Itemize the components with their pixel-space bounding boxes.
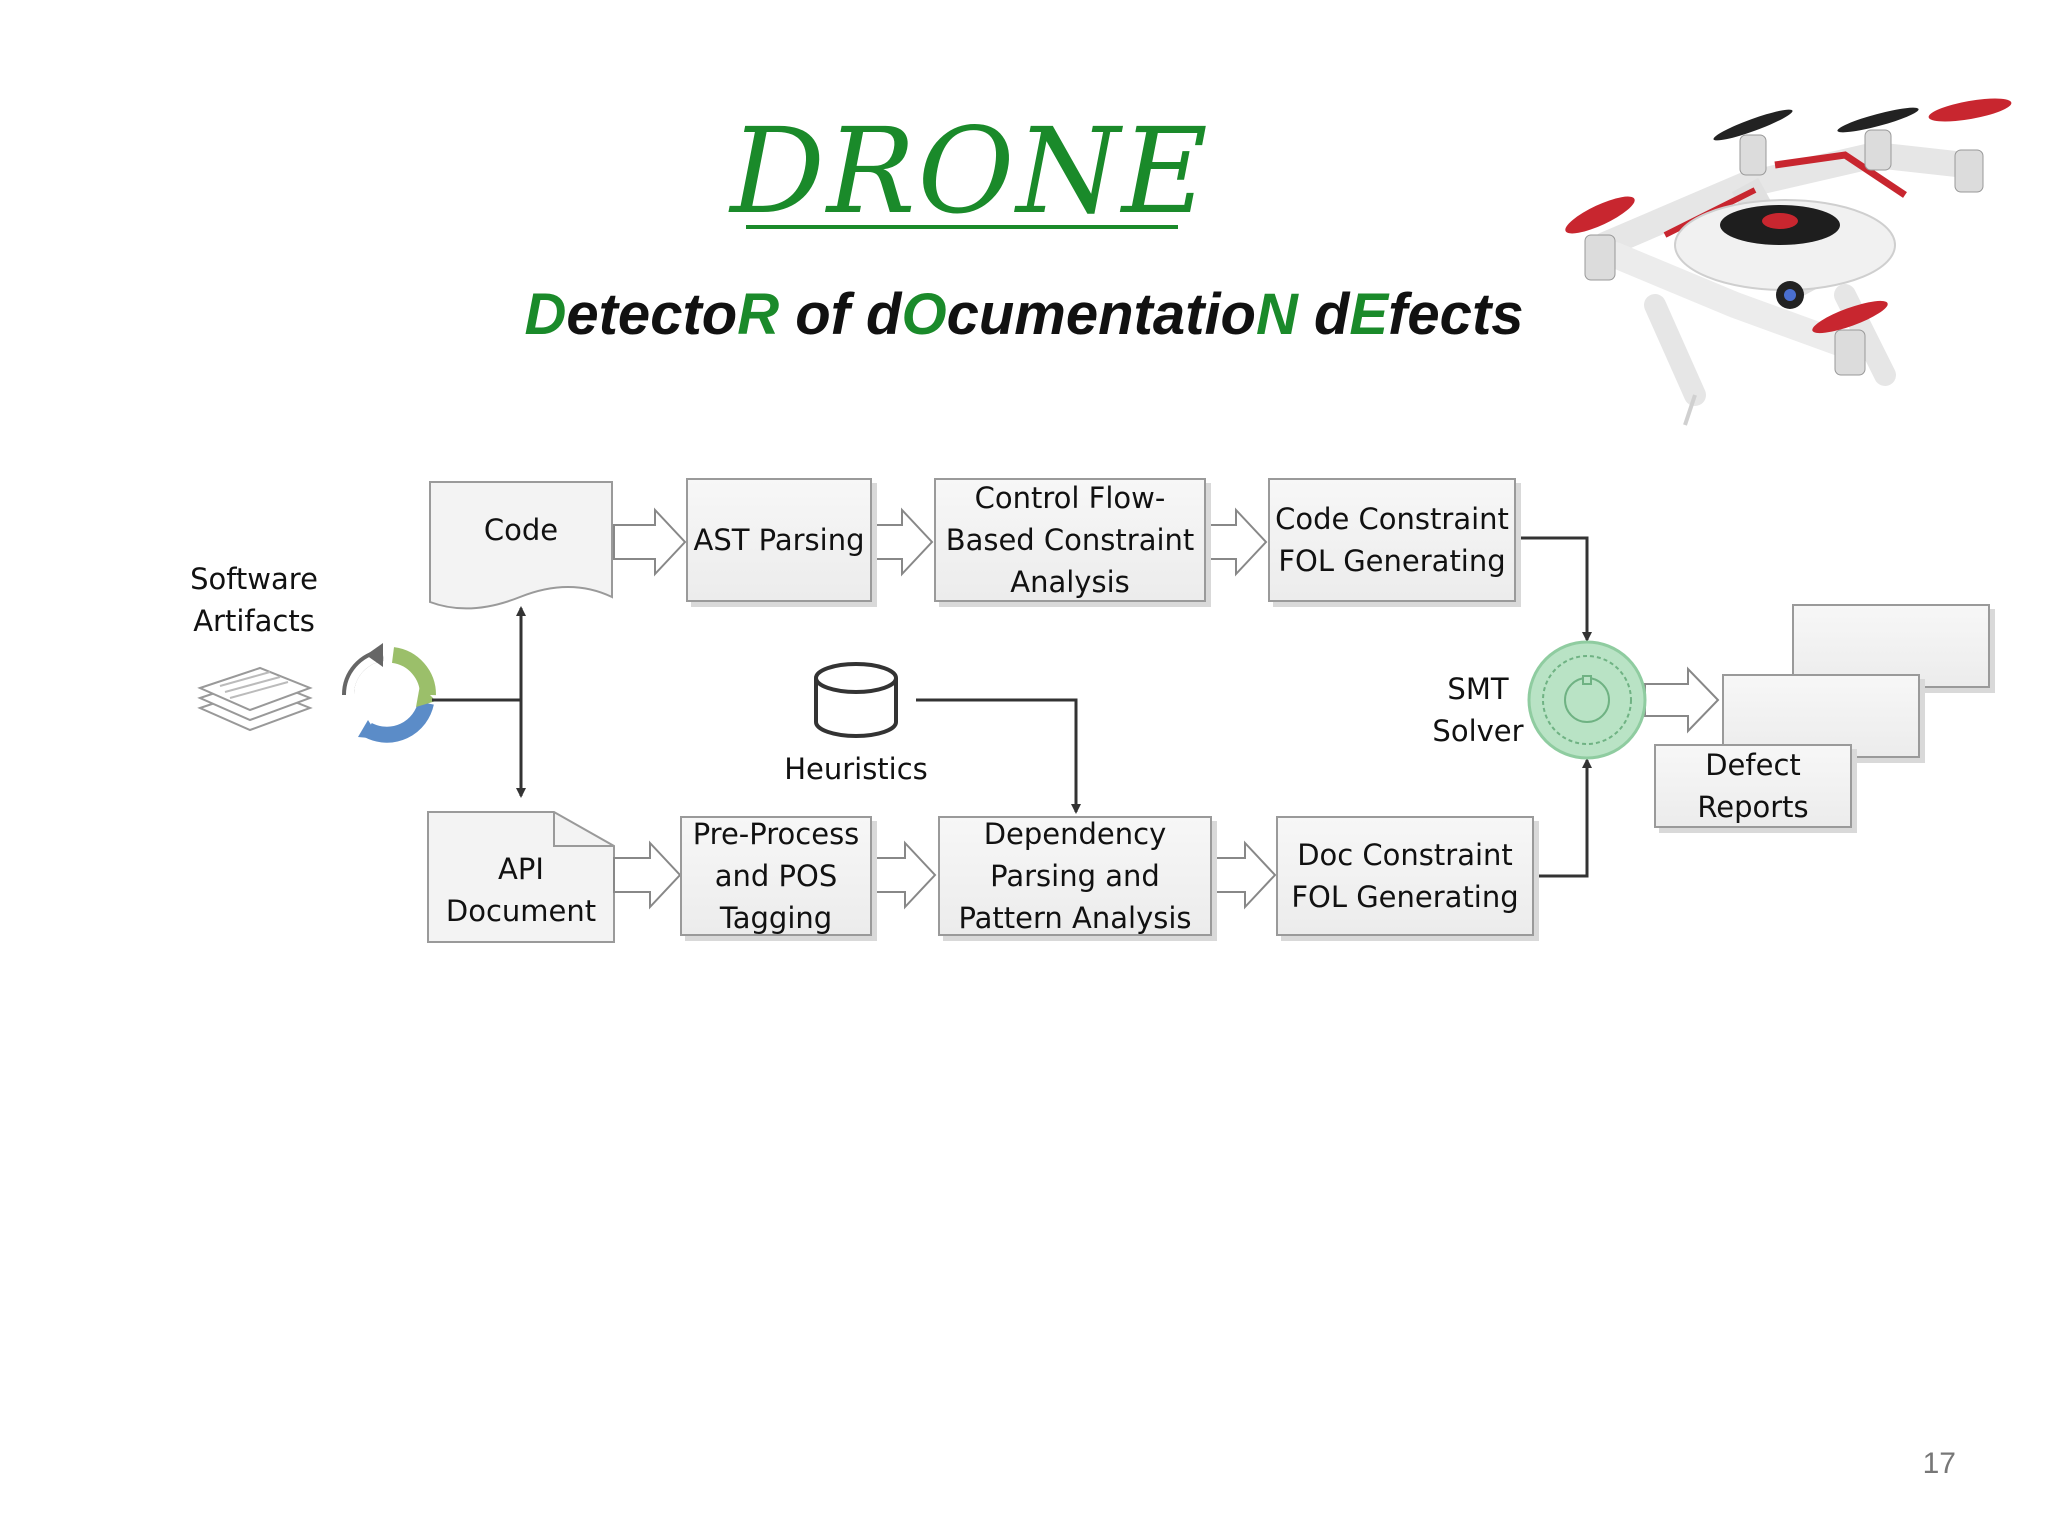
subtitle-acronym-letter: N [1255,282,1298,347]
heuristics-label: Heuristics [784,752,928,786]
database-icon [814,662,898,738]
doc-constraint-box: Doc Constraint FOL Generating [1276,816,1534,936]
slide-subtitle: DetectoR of dOcumentatioN dEfects [0,286,2048,344]
ast-parsing-box: AST Parsing [686,478,872,602]
code-constraint-box: Code Constraint FOL Generating [1268,478,1516,602]
defect-reports-box: Defect Reports [1654,744,1852,828]
smt-solver-icon [1527,640,1647,760]
code-document-shape [429,481,613,610]
subtitle-acronym-letter: E [1349,282,1389,347]
dependency-box: Dependency Parsing and Pattern Analysis [938,816,1212,936]
page-number: 17 [1922,1447,1956,1480]
subtitle-text: fects [1388,282,1524,347]
subtitle-acronym-letter: R [737,282,780,347]
preprocess-box: Pre-Process and POS Tagging [680,816,872,936]
paper-stack-icon [197,666,313,732]
subtitle-text: etecto [566,282,738,347]
control-flow-box: Control Flow- Based Constraint Analysis [934,478,1206,602]
smt-solver-label: SMT Solver [1432,672,1524,748]
api-document-box: API Document [445,852,597,928]
slide-title: DRONE [730,102,1210,240]
software-artifacts-label: Software Artifacts [190,562,318,638]
subtitle-text: cumentatio [946,282,1256,347]
subtitle-acronym-letter: D [524,282,567,347]
recycle-icon [341,643,437,743]
code-box: Code [483,513,559,547]
subtitle-text: of d [779,282,902,347]
subtitle-text: d [1297,282,1350,347]
title-underline [746,225,1178,229]
api-document-shape [427,811,615,943]
subtitle-acronym-letter: O [901,282,947,347]
